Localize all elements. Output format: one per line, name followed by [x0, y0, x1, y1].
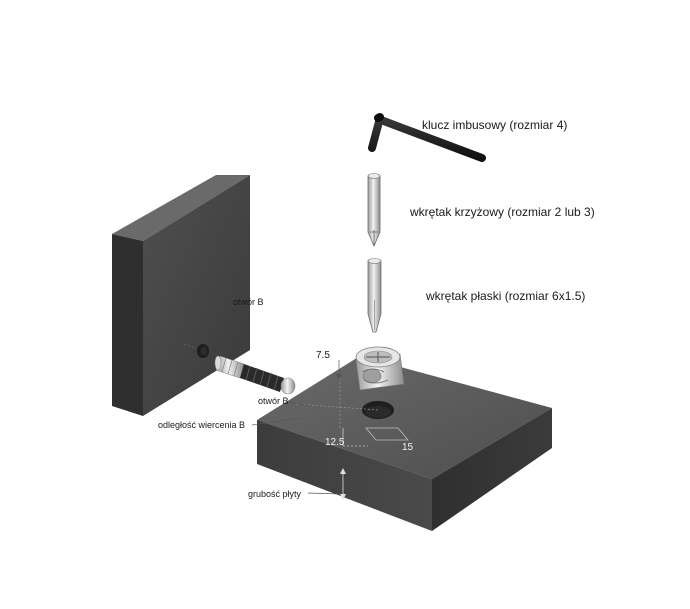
hole-b-label: otwór B	[258, 396, 289, 406]
leader-lines	[251, 360, 342, 495]
flat-screwdriver-icon	[367, 258, 382, 333]
base-board	[257, 356, 552, 531]
side-hole-b	[197, 344, 209, 358]
flat-label: wkrętak płaski (rozmiar 6x1.5)	[425, 289, 585, 303]
phillips-screwdriver-icon	[367, 173, 381, 248]
dim-15-label: 15	[402, 442, 414, 453]
thickness-label: grubość płyty	[248, 489, 302, 499]
connector-bolt	[214, 355, 296, 395]
dim-12-5-label: 12.5	[325, 437, 345, 448]
vertical-panel	[112, 175, 250, 416]
hex-key-label: klucz imbusowy (rozmiar 4)	[422, 118, 567, 132]
side-hole-b-label: otwór B	[233, 297, 264, 307]
dim-7-5-label: 7.5	[316, 350, 330, 361]
hex-key-icon	[368, 113, 486, 162]
bolt-head	[280, 377, 296, 395]
phillips-label: wkrętak krzyżowy (rozmiar 2 lub 3)	[409, 205, 595, 219]
drill-distance-label: odległość wiercenia B	[158, 420, 245, 430]
cam-hole	[362, 401, 394, 419]
bolt-thread	[240, 364, 284, 392]
cam-lock	[355, 346, 405, 391]
dowel-expander	[214, 355, 245, 379]
